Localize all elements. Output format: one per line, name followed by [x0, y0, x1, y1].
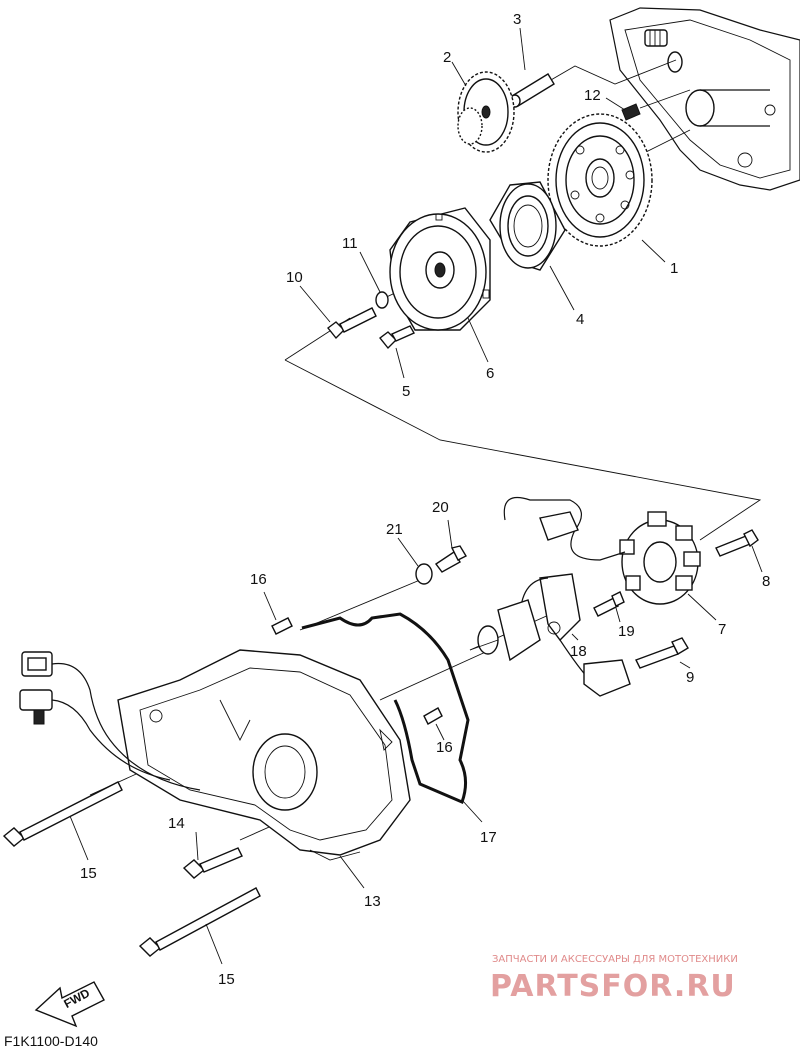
- part-2-idler-gear: [457, 71, 515, 153]
- callout-10: 10: [286, 269, 303, 286]
- part-4-starter-clutch: [489, 181, 566, 271]
- part-15-long-bolt-a: [2, 781, 123, 847]
- part-9-bolt: [635, 637, 689, 669]
- callout-7: 7: [718, 621, 726, 638]
- callout-18: 18: [570, 643, 587, 660]
- assembly-lines: [89, 59, 762, 841]
- part-10-bolt: [327, 307, 377, 340]
- watermark-brand: PARTSFOR.RU: [490, 969, 736, 1004]
- callout-21: 21: [386, 521, 403, 538]
- fwd-arrow-icon: FWD: [34, 981, 105, 1028]
- part-16-dowel-pin-b: [423, 707, 443, 725]
- callout-8: 8: [762, 573, 770, 590]
- part-14-bolt: [182, 847, 243, 879]
- part-17-gasket: [301, 612, 470, 805]
- part-5-bolt: [379, 325, 415, 350]
- part-21-washer: [415, 563, 433, 585]
- part-12-key: [621, 103, 641, 121]
- part-11-washer: [375, 291, 389, 309]
- callout-16b: 16: [436, 739, 453, 756]
- callout-11: 11: [342, 235, 358, 252]
- part-19-bolt: [593, 591, 625, 617]
- part-15-long-bolt-b: [138, 887, 261, 957]
- watermark-tagline: ЗАПЧАСТИ И АКСЕССУАРЫ ДЛЯ МОТОТЕХНИКИ: [492, 954, 738, 965]
- callout-3: 3: [513, 11, 521, 28]
- callout-17: 17: [480, 829, 497, 846]
- part-8-bolt: [715, 529, 759, 557]
- part-7-stator: [619, 511, 701, 605]
- callout-14: 14: [168, 815, 185, 832]
- part-13-generator-cover: [117, 649, 411, 861]
- wire-grommet: [469, 599, 541, 662]
- callout-13: 13: [364, 893, 381, 910]
- callout-5: 5: [402, 383, 410, 400]
- callout-15b: 15: [218, 971, 235, 988]
- part-20-bolt: [434, 545, 467, 573]
- callout-16a: 16: [250, 571, 267, 588]
- callout-numbers: 1 2 3 4 5 6 7 8 9 10 11 12 13 14 15 15 1…: [80, 11, 770, 988]
- watermark: ЗАПЧАСТИ И АКСЕССУАРЫ ДЛЯ МОТОТЕХНИКИ PA…: [490, 954, 738, 1004]
- callout-6: 6: [486, 365, 494, 382]
- callout-1: 1: [670, 260, 678, 277]
- part-18-pickup-coil: [503, 496, 631, 697]
- callout-2: 2: [443, 49, 451, 66]
- callout-9: 9: [686, 669, 694, 686]
- leader-lines: [69, 27, 763, 965]
- callout-19: 19: [618, 623, 635, 640]
- wire-connectors: [19, 651, 201, 791]
- callout-20: 20: [432, 499, 449, 516]
- callout-4: 4: [576, 311, 584, 328]
- part-3-pin: [509, 73, 555, 108]
- part-1-starter-gear: [547, 113, 653, 247]
- drawing-code: F1K1100-D140: [4, 1033, 98, 1049]
- part-16-dowel-pin-a: [271, 617, 293, 635]
- callout-12: 12: [584, 87, 601, 104]
- engine-case-fragment: [609, 7, 800, 191]
- part-6-rotor: [389, 207, 491, 331]
- callout-15a: 15: [80, 865, 97, 882]
